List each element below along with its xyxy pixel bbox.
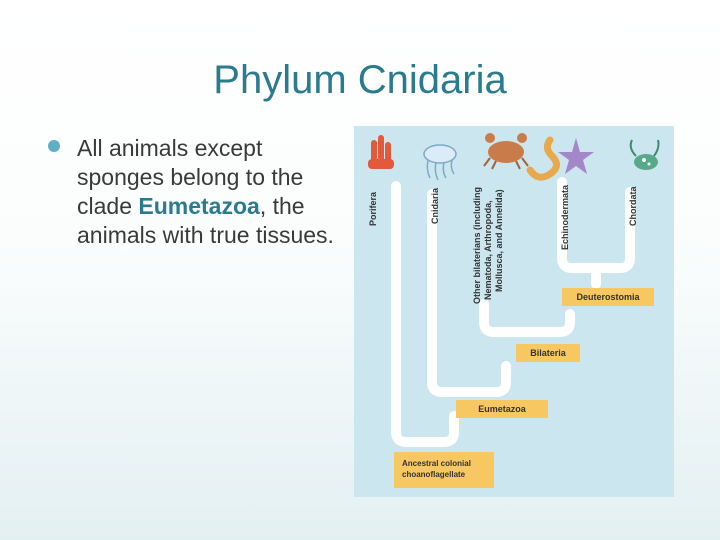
taxon-label-echinodermata: Echinodermata <box>560 184 570 250</box>
starfish-icon <box>558 138 594 174</box>
taxon-label-other-bilaterians-line3: Mollusca, and Annelida) <box>494 189 504 292</box>
bullet-highlight-eumetazoa: Eumetazoa <box>138 193 260 219</box>
taxon-label-chordata: Chordata <box>628 186 638 226</box>
taxon-label-other-bilaterians-line1: Other bilaterians (including <box>472 186 482 304</box>
bullet-text: All animals except sponges belong to the… <box>77 134 338 250</box>
jellyfish-icon <box>423 144 457 181</box>
bullet-text-before: All animals except sponges belong to the… <box>77 135 304 219</box>
bullet-text-after: , the animals with true tissues. <box>77 193 334 248</box>
bullet-dot-icon <box>48 140 60 152</box>
phylogeny-tree <box>368 133 660 447</box>
crab-icon <box>483 133 529 170</box>
taxon-label-porifera: Porifera <box>368 191 378 226</box>
ancestral-label-line2: choanoflagellate <box>402 470 466 479</box>
worm-icon <box>526 136 560 181</box>
taxon-label-other-bilaterians-line2: Nematoda, Arthropoda, <box>483 200 493 300</box>
bullet-item: All animals except sponges belong to the… <box>48 134 338 250</box>
ancestral-label-line1: Ancestral colonial <box>402 459 471 468</box>
tree-branches <box>391 177 635 447</box>
sea-squirt-icon <box>629 139 660 170</box>
node-bilateria: Bilateria <box>516 344 580 362</box>
slide-title: Phylum Cnidaria <box>213 58 507 102</box>
sponge-icon <box>368 135 394 169</box>
phylogeny-figure: Porifera Cnidaria Other bilaterians (inc… <box>354 126 674 497</box>
node-ancestral-choanoflagellate: Ancestral colonial choanoflagellate <box>394 452 494 488</box>
taxon-label-cnidaria: Cnidaria <box>430 187 440 224</box>
node-deuterostomia: Deuterostomia <box>562 288 654 306</box>
node-eumetazoa: Eumetazoa <box>456 400 548 418</box>
